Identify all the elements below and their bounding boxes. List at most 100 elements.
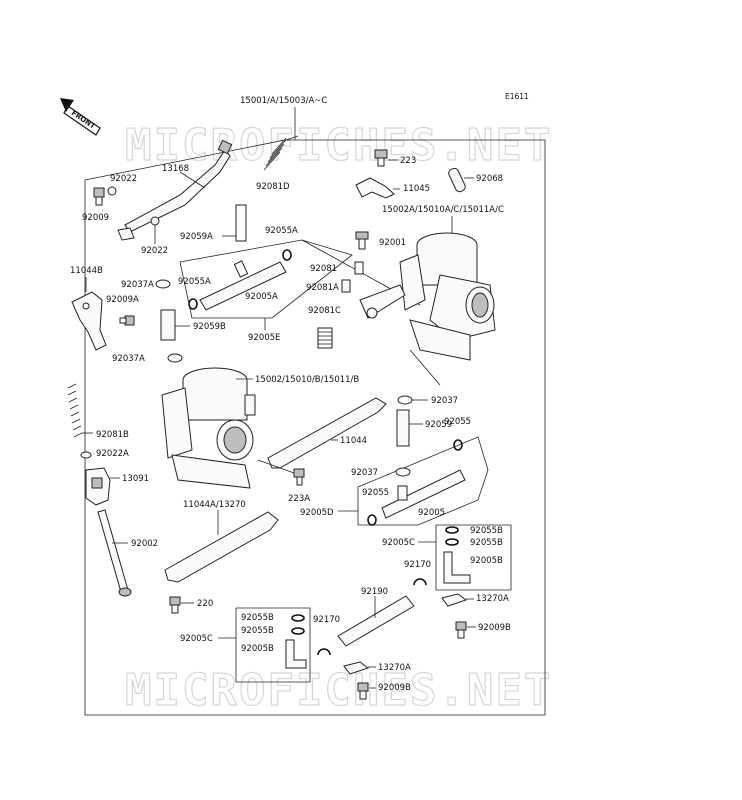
- label-92005d: 92005D: [300, 508, 334, 518]
- carburetor-right: [359, 232, 496, 361]
- gasket-92037: [397, 395, 413, 405]
- label-11045: 11045: [403, 184, 430, 194]
- label-92005b-b: 92005B: [241, 644, 274, 654]
- label-92055b-r1: 92055B: [470, 526, 503, 536]
- label-223a: 223A: [288, 494, 310, 504]
- washer-92022-b: [150, 216, 160, 226]
- label-92009a: 92009A: [106, 295, 139, 305]
- clamp-13270a-b: [343, 661, 370, 675]
- o-ring-92055b-r2: [445, 538, 459, 546]
- label-15002a: 15002A/15010A/C/15011A/C: [382, 205, 504, 215]
- label-92009b-b: 92009B: [378, 683, 411, 693]
- label-92081b: 92081B: [96, 430, 129, 440]
- label-92059: 92059: [425, 420, 452, 430]
- sleeve-92059b: [160, 309, 176, 341]
- screw-92009b-r: [455, 621, 467, 639]
- throttle-bracket: [117, 139, 233, 241]
- joint-92005b-b: [285, 639, 307, 669]
- bracket-11045: [355, 177, 395, 199]
- spring-92081a: [341, 279, 351, 293]
- label-13091: 13091: [122, 474, 149, 484]
- gasket-92037a-mid: [167, 353, 183, 363]
- screw-92009b-b: [357, 682, 369, 700]
- screw-92002: [97, 509, 132, 597]
- label-92005c-b: 92005C: [180, 634, 213, 644]
- label-223: 223: [400, 156, 416, 166]
- label-92055a-top: 92055A: [265, 226, 298, 236]
- cap-92068: [448, 167, 466, 193]
- watermark-bottom: MICROFICHES.NET: [125, 665, 552, 716]
- o-ring-92055b-b2: [291, 627, 305, 635]
- hose-92190: [337, 595, 415, 647]
- label-92055-mid: 92055: [362, 488, 389, 498]
- label-92055b-r2: 92055B: [470, 538, 503, 548]
- label-13270a-b: 13270A: [378, 663, 411, 673]
- screw-223a: [293, 468, 305, 486]
- watermark-top: MICROFICHES.NET: [125, 120, 552, 171]
- label-92022a-left: 92022A: [96, 449, 129, 459]
- clip-92170-b: [317, 648, 331, 656]
- spring-92081d: [263, 135, 299, 171]
- screw-92001: [355, 231, 369, 250]
- diagram-code: E1611: [505, 92, 529, 101]
- washer-92022: [107, 186, 117, 196]
- clamp-13270a-r: [441, 593, 468, 607]
- label-92002: 92002: [131, 539, 158, 549]
- gasket-92037-mid: [395, 467, 411, 477]
- label-92009b-r: 92009B: [478, 623, 511, 633]
- o-ring-92055b-b1: [291, 614, 305, 622]
- label-92081d: 92081D: [256, 182, 290, 192]
- bracket-13091: [85, 467, 111, 506]
- label-92055a-left: 92055A: [178, 277, 211, 287]
- label-92081a: 92081A: [306, 283, 339, 293]
- label-92037a-mid: 92037A: [112, 354, 145, 364]
- label-92055b-b1: 92055B: [241, 613, 274, 623]
- screw-92009: [93, 187, 105, 206]
- label-220: 220: [197, 599, 213, 609]
- box-92005c-right: [435, 524, 512, 591]
- label-92037: 92037: [431, 396, 458, 406]
- o-ring-92055: [453, 439, 463, 451]
- label-92037-mid: 92037: [351, 468, 378, 478]
- screw-223: [374, 149, 388, 167]
- label-13270a-r: 13270A: [476, 594, 509, 604]
- label-11044b: 11044B: [70, 266, 103, 276]
- screw-220: [169, 596, 181, 614]
- bracket-11044b: [71, 291, 107, 351]
- assembly-label: 15001/A/15003/A~C: [240, 96, 327, 106]
- screw-92009a: [119, 315, 135, 326]
- label-92005: 92005: [418, 508, 445, 518]
- label-92005a: 92005A: [245, 292, 278, 302]
- link-11044a: [164, 511, 279, 583]
- label-92005e: 92005E: [248, 333, 280, 343]
- label-11044: 11044: [340, 436, 367, 446]
- label-92009: 92009: [82, 213, 109, 223]
- label-92037a-top: 92037A: [121, 280, 154, 290]
- spring-92081c: [317, 327, 333, 349]
- label-92059a: 92059A: [180, 232, 213, 242]
- label-92005c-r: 92005C: [382, 538, 415, 548]
- label-92081c: 92081C: [308, 306, 341, 316]
- o-ring-92055a-left: [188, 298, 198, 310]
- o-ring-92055a-top: [282, 249, 292, 261]
- carburetor-left: [161, 367, 256, 489]
- o-ring-92055b-r1: [445, 526, 459, 534]
- joint-92005b-r: [443, 551, 471, 584]
- label-92022-top: 92022: [110, 174, 137, 184]
- front-arrow-icon: FRONT: [60, 98, 101, 136]
- fuel-pipe-92005a: [199, 261, 287, 311]
- spring-92081: [354, 261, 364, 275]
- label-92022-b: 92022: [141, 246, 168, 256]
- fuel-pipe-92005: [381, 469, 466, 519]
- label-92005b-r: 92005B: [470, 556, 503, 566]
- label-15002: 15002/15010/B/15011/B: [255, 375, 359, 385]
- assembly-frame: [84, 139, 546, 716]
- label-92001: 92001: [379, 238, 406, 248]
- label-92055b-b2: 92055B: [241, 626, 274, 636]
- label-13168: 13168: [162, 164, 189, 174]
- label-92170-r: 92170: [404, 560, 431, 570]
- washer-92022a: [80, 451, 92, 459]
- label-11044a: 11044A/13270: [183, 500, 246, 510]
- box-92005c-bottom: [235, 607, 311, 683]
- clip-92170-r: [413, 578, 427, 586]
